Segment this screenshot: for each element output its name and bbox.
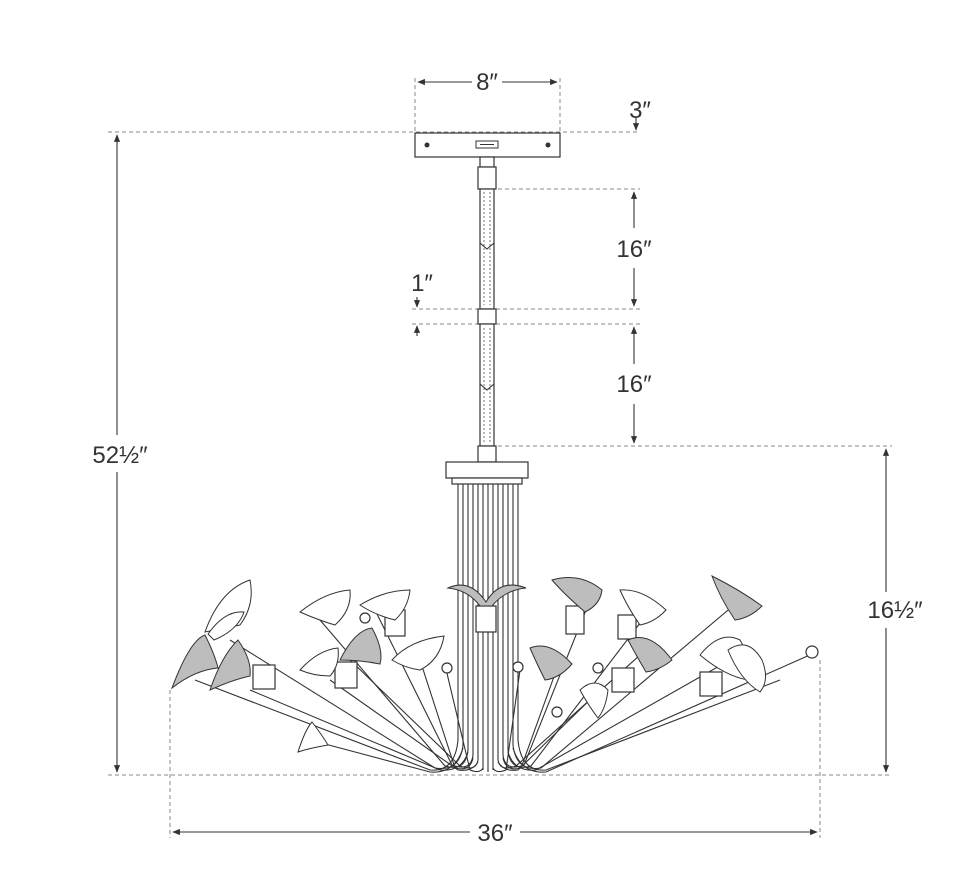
fixture-height-label: 16½″ <box>867 597 923 624</box>
ball-finials <box>359 612 819 718</box>
dimension-coupling: 1″ <box>411 270 433 336</box>
coupling-label: 1″ <box>411 270 433 297</box>
dimension-canopy-height: 3″ <box>629 97 651 131</box>
dimension-stem-lower: 16″ <box>616 326 652 444</box>
butterfly-ornaments <box>170 574 766 753</box>
extension-lines <box>108 78 892 838</box>
dimension-fixture-width: 36″ <box>172 820 818 847</box>
dimension-fixture-height: 16½″ <box>867 448 923 773</box>
arms-left <box>194 609 484 773</box>
dimension-overall-height: 52½″ <box>92 134 148 773</box>
fixture-width-label: 36″ <box>477 820 513 847</box>
dimension-canopy-width: 8″ <box>417 69 558 96</box>
stem-upper-label: 16″ <box>616 236 652 263</box>
canopy <box>414 132 561 158</box>
canopy-height-label: 3″ <box>629 97 651 124</box>
overall-height-label: 52½″ <box>92 442 148 469</box>
stem <box>477 156 497 463</box>
dimension-stem-upper: 16″ <box>616 191 652 307</box>
canopy-width-label: 8″ <box>476 69 498 96</box>
stem-lower-label: 16″ <box>616 371 652 398</box>
body-cap <box>445 461 529 485</box>
arms-right <box>492 599 813 773</box>
